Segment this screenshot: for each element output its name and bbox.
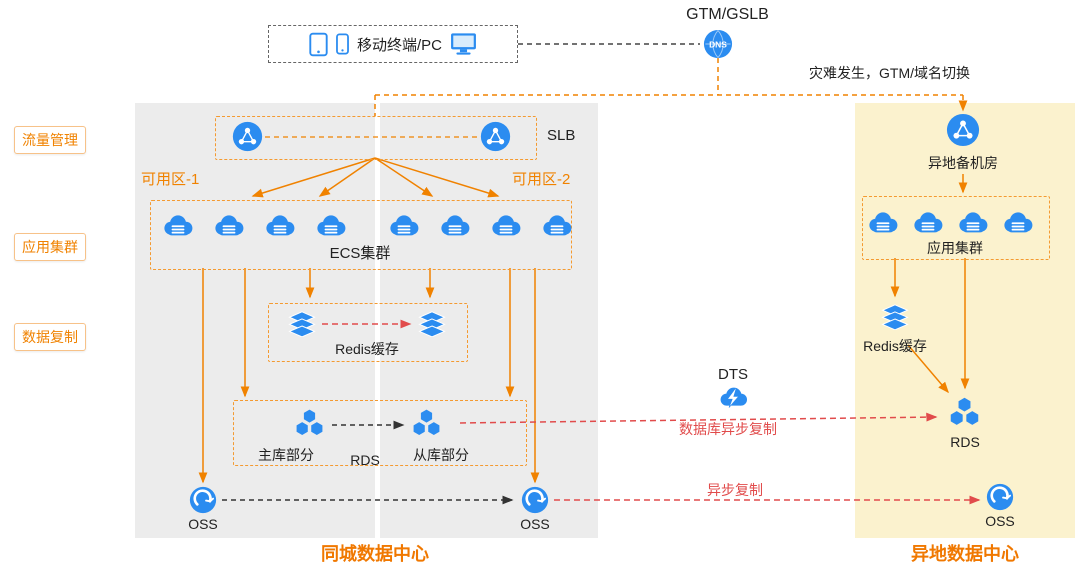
remote-app-cluster-label: 应用集群 (927, 240, 983, 256)
db-secondary-label: 从库部分 (413, 447, 469, 463)
ecs-cloud-icon (1001, 210, 1035, 234)
dts-icon (717, 385, 749, 411)
oss-async-replication-label: 异步复制 (707, 482, 763, 498)
ecs-cloud-icon (911, 210, 945, 234)
ecs-cloud-icon (263, 213, 297, 237)
remote-redis-icon (880, 303, 910, 331)
dns-icon: DNS (703, 29, 733, 59)
side-label-traffic: 流量管理 (14, 126, 86, 154)
client-devices-box: 移动终端/PC (268, 25, 518, 63)
ecs-cloud-icon (161, 213, 195, 237)
rds-icon-primary (294, 409, 325, 437)
ecs-cloud-icon (540, 213, 574, 237)
disaster-note: 灾难发生，GTM/域名切换 (809, 65, 970, 81)
remote-redis-label: Redis缓存 (863, 338, 927, 354)
side-label-data: 数据复制 (14, 323, 86, 351)
primary-dc-title: 同城数据中心 (321, 544, 429, 564)
db-primary-label: 主库部分 (258, 447, 314, 463)
remote-rds-icon (948, 397, 981, 427)
ecs-cluster-label: ECS集群 (329, 245, 391, 262)
db-async-replication-label: 数据库异步复制 (679, 421, 777, 437)
ecs-cloud-icon (866, 210, 900, 234)
oss-icon-left (189, 486, 217, 514)
gtm-gslb-label: GTM/GSLB (686, 6, 769, 23)
oss-right-label: OSS (520, 516, 550, 532)
zone1-label: 可用区-1 (141, 171, 200, 188)
ecs-cloud-icon (489, 213, 523, 237)
rds-label: RDS (350, 452, 380, 468)
ecs-cloud-icon (438, 213, 472, 237)
remote-app-cluster-box (862, 196, 1050, 260)
ecs-cluster-box (150, 200, 572, 270)
redis-icon-right (417, 310, 447, 338)
slb-node-icon-right (480, 121, 511, 152)
ecs-cloud-icon (956, 210, 990, 234)
remote-rds-label: RDS (950, 434, 980, 450)
redis-label: Redis缓存 (335, 341, 399, 357)
slb-label: SLB (547, 127, 576, 144)
redis-box (268, 303, 468, 362)
remote-oss-label: OSS (985, 513, 1015, 529)
dts-label: DTS (718, 366, 748, 383)
rds-box (233, 400, 527, 466)
ecs-cloud-icon (387, 213, 421, 237)
backup-room-node-icon (946, 113, 980, 147)
monitor-icon (450, 32, 477, 56)
zone2-label: 可用区-2 (512, 171, 571, 188)
svg-text:DNS: DNS (709, 39, 727, 49)
oss-icon-right (521, 486, 549, 514)
phone-icon (336, 33, 349, 55)
ecs-cloud-icon (212, 213, 246, 237)
oss-left-label: OSS (188, 516, 218, 532)
ecs-cloud-icon (314, 213, 348, 237)
slb-node-icon-left (232, 121, 263, 152)
remote-dc-title: 异地数据中心 (911, 544, 1019, 564)
redis-icon-left (287, 310, 317, 338)
rds-icon-secondary (411, 409, 442, 437)
backup-room-label: 异地备机房 (928, 155, 998, 171)
tablet-icon (309, 32, 328, 57)
remote-oss-icon (986, 483, 1014, 511)
devices-label: 移动终端/PC (356, 36, 442, 54)
side-label-app: 应用集群 (14, 233, 86, 261)
